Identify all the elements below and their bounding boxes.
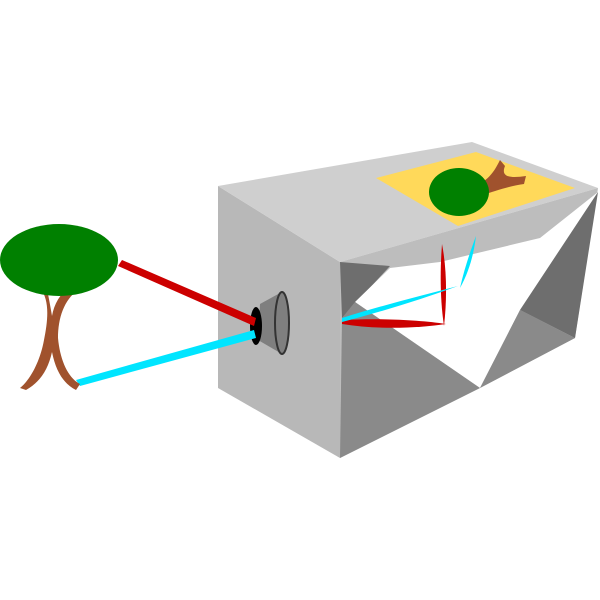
ray-bottom-outside xyxy=(76,330,256,386)
ray-bottom-inside-vertical xyxy=(460,236,476,288)
tree-icon xyxy=(0,224,118,390)
lens-aperture xyxy=(250,307,262,345)
tree-foliage xyxy=(0,224,118,296)
ray-bottom-inside-lower xyxy=(342,286,458,322)
ray-top-inside-vertical xyxy=(440,244,447,326)
box-interior-floor xyxy=(340,302,480,458)
projected-tree-foliage xyxy=(429,168,489,216)
ray-top-outside xyxy=(118,260,256,326)
box-interior-right-wall xyxy=(520,192,598,338)
box-interior-cutout xyxy=(355,192,598,388)
lens-rim xyxy=(274,291,290,355)
box-interior-back-wall xyxy=(340,262,390,318)
ray-top-inside-lower xyxy=(342,319,446,328)
box-interior-lower-face xyxy=(480,310,575,388)
tree-trunk xyxy=(20,284,80,390)
projected-tree-icon xyxy=(429,160,526,216)
lens-icon xyxy=(250,291,290,355)
